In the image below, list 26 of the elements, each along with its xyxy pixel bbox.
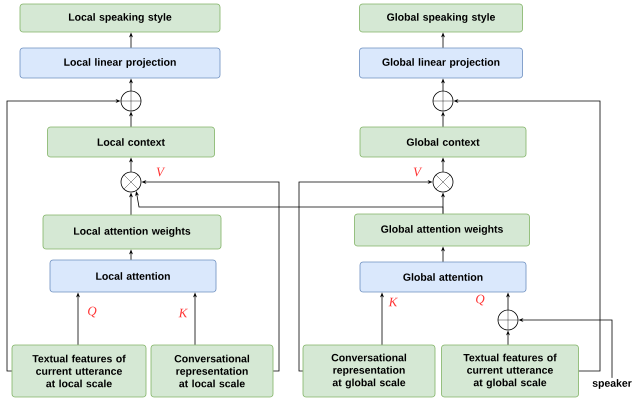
process-box: Textual features of current utterance at global scale bbox=[441, 344, 579, 398]
sum-circle bbox=[120, 90, 142, 112]
sum-circle bbox=[497, 309, 519, 331]
process-box: Conversational representation at local scale bbox=[150, 344, 274, 398]
process-box: Local context bbox=[47, 126, 215, 158]
process-box: Local speaking style bbox=[20, 4, 220, 32]
input-label: speaker bbox=[592, 379, 632, 389]
product-circle bbox=[120, 172, 142, 192]
process-box: Global attention bbox=[360, 262, 526, 292]
process-box: Local linear projection bbox=[20, 48, 220, 78]
process-box: Conversational representation at global scale bbox=[302, 344, 436, 398]
edge-label: Q bbox=[88, 306, 96, 318]
edge-label: K bbox=[178, 308, 188, 318]
edge-label: K bbox=[388, 298, 398, 306]
process-box: Local attention weights bbox=[42, 214, 222, 250]
process-box: Local attention bbox=[50, 260, 216, 292]
process-box: Global speaking style bbox=[359, 4, 523, 32]
process-box: Global linear projection bbox=[359, 48, 523, 78]
product-circle bbox=[432, 172, 454, 192]
process-box: Textual features of current utterance at local scale bbox=[12, 344, 146, 398]
edge-label: V bbox=[414, 168, 422, 176]
edge-label: Q bbox=[476, 294, 484, 306]
edge-label: V bbox=[156, 168, 166, 176]
sum-circle bbox=[432, 90, 454, 112]
process-box: Global attention weights bbox=[354, 214, 530, 246]
process-box: Global context bbox=[360, 126, 526, 158]
